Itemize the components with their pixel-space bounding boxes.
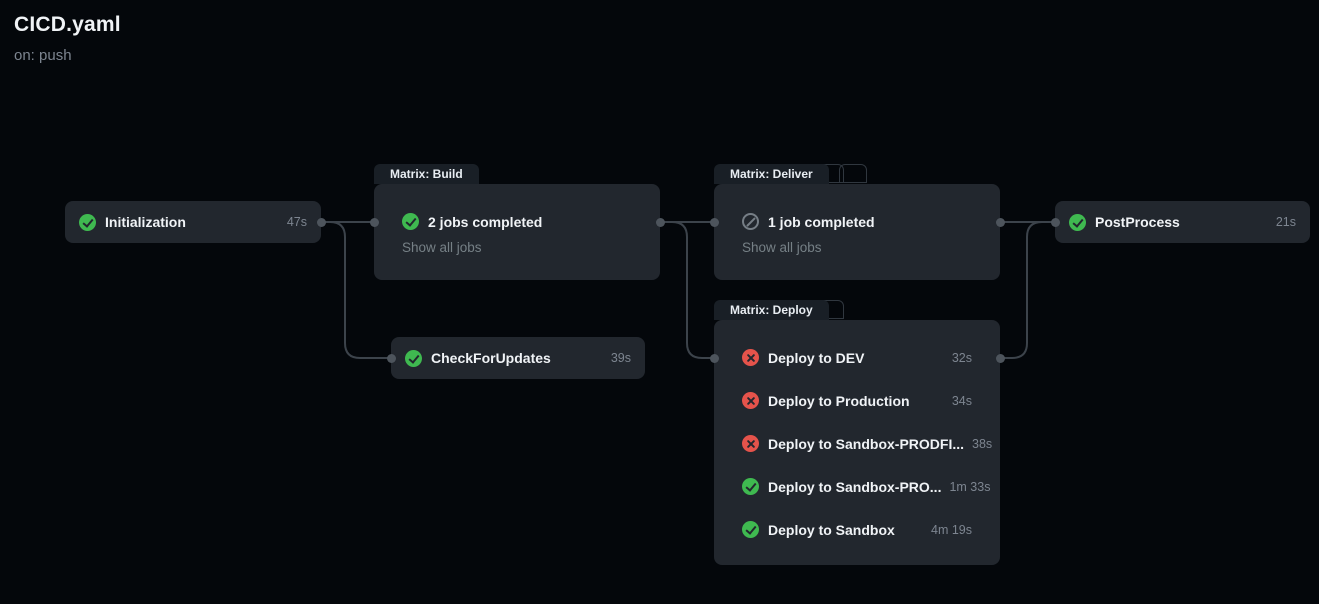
job-deploy-to-production[interactable]: Deploy to Production 34s (742, 379, 972, 422)
show-all-jobs-link[interactable]: Show all jobs (402, 240, 482, 255)
success-icon (742, 521, 759, 538)
job-duration: 4m 19s (931, 522, 972, 537)
job-name: Deploy to Sandbox-PRODFI... (768, 435, 965, 452)
job-duration: 38s (972, 436, 993, 451)
failure-icon (742, 392, 759, 409)
job-name: Deploy to Sandbox (768, 521, 895, 538)
success-icon (1069, 213, 1086, 231)
job-checkforupdates[interactable]: CheckForUpdates 39s (391, 337, 645, 379)
matrix-summary: 2 jobs completed (428, 213, 543, 230)
job-postprocess[interactable]: PostProcess 21s (1055, 201, 1310, 243)
failure-icon (742, 435, 759, 452)
success-icon (402, 213, 419, 230)
job-duration: 32s (951, 350, 972, 365)
job-duration: 39s (610, 351, 631, 365)
job-name: Initialization (105, 214, 186, 230)
connector-dot (709, 353, 719, 363)
job-name: PostProcess (1095, 214, 1180, 230)
skipped-icon (742, 213, 759, 230)
job-name: Deploy to Production (768, 392, 910, 409)
job-deploy-to-sandbox-pro[interactable]: Deploy to Sandbox-PRO... 1m 33s (742, 465, 990, 508)
connector-dot (995, 217, 1005, 227)
matrix-stacked-tab (839, 164, 867, 183)
job-deploy-to-sandbox[interactable]: Deploy to Sandbox 4m 19s (742, 508, 972, 551)
job-name: CheckForUpdates (431, 350, 551, 366)
connector-dot (1050, 217, 1060, 227)
connector-dot (709, 217, 719, 227)
success-icon (405, 349, 422, 367)
connector-dot (316, 217, 326, 227)
matrix-summary: 1 job completed (768, 213, 875, 230)
job-name: Deploy to DEV (768, 349, 865, 366)
job-duration: 47s (286, 215, 307, 229)
connector-dot (995, 353, 1005, 363)
matrix-deploy-card: Deploy to DEV 32s Deploy to Production 3… (714, 320, 1000, 565)
success-icon (79, 213, 96, 231)
job-name: Deploy to Sandbox-PRO... (768, 478, 942, 495)
failure-icon (742, 349, 759, 366)
edge-deploy-to-post (999, 221, 1056, 359)
matrix-deploy-tab: Matrix: Deploy (714, 300, 829, 320)
workflow-trigger: on: push (14, 47, 72, 64)
matrix-summary-row: 2 jobs completed (402, 213, 542, 230)
matrix-build-tab: Matrix: Build (374, 164, 479, 184)
job-duration: 34s (951, 393, 972, 408)
job-initialization[interactable]: Initialization 47s (65, 201, 321, 243)
edge-build-to-deploy (659, 221, 715, 359)
job-deploy-to-dev[interactable]: Deploy to DEV 32s (742, 336, 972, 379)
matrix-summary-row: 1 job completed (742, 213, 875, 230)
job-duration: 1m 33s (949, 479, 991, 494)
matrix-deliver-card[interactable]: 1 job completed Show all jobs (714, 184, 1000, 280)
show-all-jobs-link[interactable]: Show all jobs (742, 240, 822, 255)
job-duration: 21s (1275, 215, 1296, 229)
success-icon (742, 478, 759, 495)
connector-dot (386, 353, 396, 363)
edge-init-to-check (320, 221, 392, 359)
workflow-title: CICD.yaml (14, 13, 121, 36)
job-deploy-to-sandbox-prodfi[interactable]: Deploy to Sandbox-PRODFI... 38s (742, 422, 992, 465)
connector-dot (369, 217, 379, 227)
matrix-build-card[interactable]: 2 jobs completed Show all jobs (374, 184, 660, 280)
matrix-deliver-tab: Matrix: Deliver (714, 164, 829, 184)
connector-dot (655, 217, 665, 227)
